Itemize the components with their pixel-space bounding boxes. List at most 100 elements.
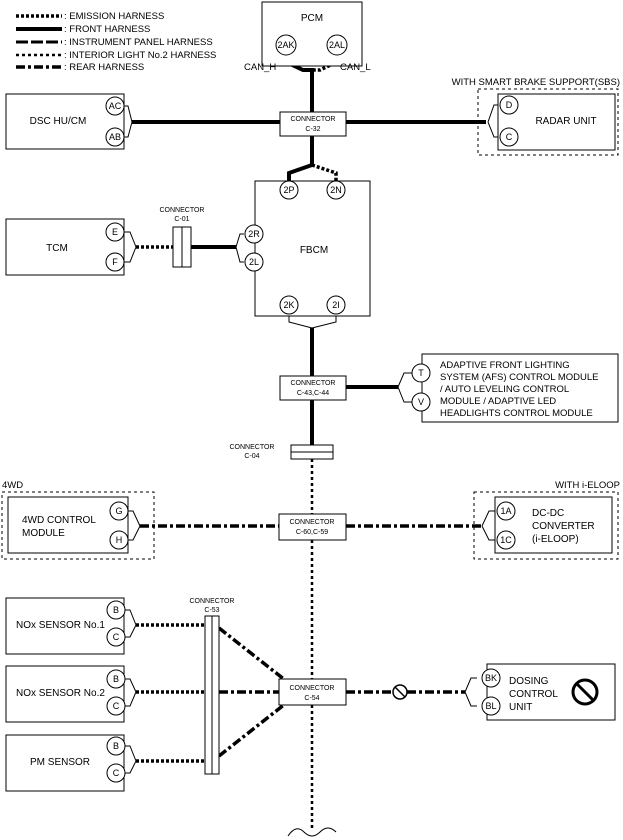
nox2-pin-b [106,669,126,689]
dosing-label-line1: DOSING [509,676,549,687]
connector-c32-box [279,111,347,137]
fwd-pin-g-label: G [115,506,122,516]
pm-sensor: PM SENSOR B C [5,734,126,792]
connector-c54-title: CONNECTOR [290,685,335,692]
dsc-box [5,93,125,150]
fbcm-pin-2r [244,224,264,244]
wire-c53-c54-bottom [217,702,287,758]
wire-not-applicable-icon [392,684,408,700]
can-l-label: CAN_L [340,62,371,73]
fwd-label-line1: 4WD CONTROL [22,515,96,526]
dosing-pin-bl-label: BL [485,701,496,711]
wire-c32-fbcm-2n [311,163,338,181]
dcdc-module: DC-DC CONVERTER (i-ELOOP) 1A 1C [494,496,613,554]
dsc-pin-ac [105,96,125,116]
dcdc-group-label: WITH i-ELOOP [555,480,620,491]
connector-c01-right [181,226,192,268]
afs-line-4: MODULE / ADAPTIVE LED [440,396,556,407]
pm-label: PM SENSOR [30,757,90,768]
pcm-module: PCM 2AK 2AL [261,1,363,67]
connector-c53-id: C-53 [204,607,219,614]
dsc-pin-ab-label: AB [109,132,121,142]
fbcm-pin-2n [326,180,346,200]
tcm-pin-e-label: E [112,227,118,237]
dcdc-group-frame [473,491,619,560]
connector-c32-id: C-32 [305,126,320,133]
nox1-label: NOx SENSOR No.1 [16,620,105,631]
nox1-box [5,597,125,655]
fbcm-pin-2p-label: 2P [283,185,294,195]
connector-c32: CONNECTOR C-32 [279,111,347,137]
legend-emission-text: : EMISSION HARNESS [64,11,164,22]
dcdc-label-line1: DC-DC [532,508,564,519]
nox1-pin-b-label: B [113,605,119,615]
dsc-pin-ab [105,127,125,147]
fbcm-pin-2k-label: 2K [283,300,294,310]
radar-pin-c [499,127,519,147]
wire-c53-c54-top [217,626,287,682]
fbcm-pin-2l-label: 2L [249,257,259,267]
afs-pin-v [411,392,431,412]
wire-nox2-pins [124,678,137,707]
sbs-group-frame [477,88,619,156]
wire-c32-fbcm-2p [287,136,314,181]
connector-c01: CONNECTOR C-01 [160,207,204,268]
afs-pin-t-label: T [418,368,424,378]
fbcm-box [254,180,371,317]
afs-module: ADAPTIVE FRONT LIGHTING SYSTEM (AFS) CON… [411,353,619,423]
connector-c53-title: CONNECTOR [190,598,235,605]
connector-c60-id: C-60,C-59 [296,529,328,536]
nox2-sensor: NOx SENSOR No.2 B C [5,665,126,723]
connector-c04: CONNECTOR C-04 [230,444,334,460]
prohibited-icon [571,678,599,706]
afs-pin-t [411,363,431,383]
dosing-pin-bk [481,668,501,688]
nox2-pin-c [106,696,126,716]
connector-c43-id: C-43,C-44 [297,390,329,397]
nox2-label: NOx SENSOR No.2 [16,688,105,699]
dsc-label: DSC HU/CM [30,116,87,127]
wire-nox1-pins [124,609,137,638]
pcm-pin-2ak-label: 2AK [277,40,294,50]
dcdc-pin-1c-label: 1C [500,535,512,545]
connector-c53: CONNECTOR C-53 [190,598,235,775]
dosing-label-line3: UNIT [509,702,532,713]
afs-pin-v-label: V [418,397,424,407]
connector-c04-title: CONNECTOR [230,444,275,451]
pm-pin-b-label: B [113,741,119,751]
afs-line-1: ADAPTIVE FRONT LIGHTING [440,360,570,371]
wire-tcm-pins [124,231,137,263]
connector-c54-id: C-54 [304,695,319,702]
fwd-pin-g [109,501,129,521]
fbcm-pin-2l [244,252,264,272]
legend: : EMISSION HARNESS : FRONT HARNESS : INS… [16,11,216,73]
nox2-pin-b-label: B [113,674,119,684]
legend-interior-text: : INTERIOR LIGHT No.2 HARNESS [64,50,216,61]
connector-c01-id: C-01 [174,216,189,223]
afs-box [421,353,619,423]
fbcm-pin-2n-label: 2N [330,185,342,195]
pcm-box [261,1,363,67]
wire-fbcm-2k-2i [288,316,337,329]
dcdc-label-line2: CONVERTER [532,521,595,532]
afs-line-5: HEADLIGHTS CONTROL MODULE [440,408,593,419]
connector-c60-box [278,513,347,541]
fbcm-pin-2i-label: 2I [332,300,340,310]
dcdc-pin-1a [496,501,516,521]
wire-fbcm-2r-2l [235,233,244,263]
nox2-box [5,665,125,723]
connector-c53-right [211,615,220,775]
connector-c60: CONNECTOR C-60,C-59 [278,513,347,541]
tcm-box [5,218,125,276]
connector-c54: CONNECTOR C-54 [278,678,347,706]
fwd-label-line2: MODULE [22,528,65,539]
pcm-pin-2ak [275,34,297,56]
pm-box [5,734,125,792]
fwd-group-label: 4WD [2,480,23,491]
wire-pm-pins [124,745,137,774]
radar-label: RADAR UNIT [535,116,596,127]
dosing-label-line2: CONTROL [509,689,558,700]
dsc-module: DSC HU/CM AC AB [5,93,125,150]
radar-pin-d-label: D [506,100,513,110]
pm-pin-c-label: C [113,768,120,778]
